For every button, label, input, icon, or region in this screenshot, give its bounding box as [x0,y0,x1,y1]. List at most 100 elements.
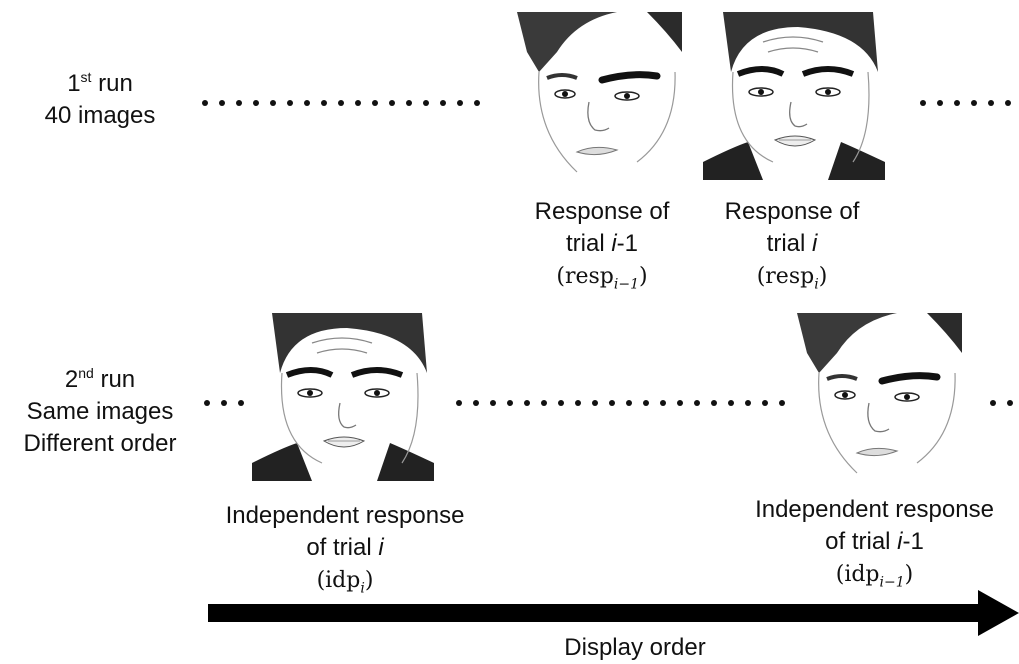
caption-line2-i: i [812,230,818,257]
ellipsis-dot [694,400,700,406]
ellipsis-dot [236,100,242,106]
run1-caption-cur: Response of trial i (respi) [702,196,882,293]
caption-math-post: ) [904,562,914,587]
caption-math-sub: i−1 [613,276,640,293]
ellipsis-dot [270,100,276,106]
run2-face-frown [252,313,434,481]
run1-label: 1st run 40 images [20,68,180,132]
ellipsis-dot [507,400,513,406]
caption-math-pre: (resp [556,264,614,289]
ellipsis-dot [971,100,977,106]
caption-line2-pre: trial [766,230,812,257]
ellipsis-dot [204,400,210,406]
ellipsis-dot [626,400,632,406]
frowning-face-icon [703,12,885,180]
run2-caption-prev: Independent response of trial i-1 (idpi−… [730,494,1019,591]
caption-line1: Response of [724,198,860,225]
ellipsis-dot [575,400,581,406]
run2-label-number: 2 [64,366,79,393]
run1-face-neutral [517,12,682,180]
run2-caption-cur: Independent response of trial i (idpi) [200,500,490,597]
run1-label-run: run [91,70,133,97]
ellipsis-dot [762,400,768,406]
caption-line2-pre: trial [565,230,612,257]
caption-math-post: ) [364,568,374,593]
ellipsis-dot [321,100,327,106]
ellipsis-dot [558,400,564,406]
caption-line2-pre: of trial [306,534,379,561]
caption-line1: Response of [534,198,670,225]
run2-label-ordinal: nd [78,365,94,381]
display-order-label: Display order [564,634,706,661]
run2-dots-left [204,400,255,406]
ellipsis-dot [221,400,227,406]
caption-math-post: ) [818,264,828,289]
neutral-face-icon [517,12,682,180]
ellipsis-dot [990,400,996,406]
ellipsis-dot [609,400,615,406]
caption-line2-i: i [897,528,903,555]
ellipsis-dot [423,100,429,106]
ellipsis-dot [677,400,683,406]
caption-line2-i: i [378,534,384,561]
ellipsis-dot [524,400,530,406]
run1-label-count: 40 images [44,102,156,129]
ellipsis-dot [592,400,598,406]
ellipsis-dot [1005,100,1011,106]
ellipsis-dot [219,100,225,106]
ellipsis-dot [711,400,717,406]
caption-line1: Independent response [755,496,994,523]
caption-math-sub: i−1 [879,574,905,591]
caption-math-post: ) [639,264,648,289]
ellipsis-dot [456,400,462,406]
ellipsis-dot [954,100,960,106]
run2-dots-middle [456,400,796,406]
ellipsis-dot [238,400,244,406]
run1-dots-left [202,100,491,106]
run1-caption-prev: Response of trial i-1 (respi−1) [512,196,692,293]
ellipsis-dot [473,400,479,406]
display-order-arrow [208,590,1019,636]
caption-math-pre: (resp [756,264,815,289]
run2-dots-right [990,400,1019,406]
ellipsis-dot [779,400,785,406]
caption-line2-pre: of trial [825,528,898,555]
ellipsis-dot [745,400,751,406]
ellipsis-dot [372,100,378,106]
ellipsis-dot [728,400,734,406]
ellipsis-dot [338,100,344,106]
run2-label-line3: Different order [23,430,177,457]
frowning-face-icon [252,313,434,481]
ellipsis-dot [490,400,496,406]
ellipsis-dot [1007,400,1013,406]
ellipsis-dot [988,100,994,106]
ellipsis-dot [253,100,259,106]
caption-math-sub: i [360,580,365,597]
run1-face-frown [703,12,885,180]
ellipsis-dot [643,400,649,406]
ellipsis-dot [660,400,666,406]
run2-label-line2: Same images [26,398,174,425]
caption-line2-post: -1 [616,230,639,257]
ellipsis-dot [541,400,547,406]
ellipsis-dot [937,100,943,106]
caption-line2-post: -1 [902,528,924,555]
ellipsis-dot [920,100,926,106]
run1-label-ordinal: st [80,69,92,85]
run2-label-run: run [93,366,136,393]
ellipsis-dot [287,100,293,106]
ellipsis-dot [202,100,208,106]
ellipsis-dot [474,100,480,106]
caption-line1: Independent response [225,502,465,529]
caption-math-pre: (idp [316,568,361,593]
ellipsis-dot [304,100,310,106]
run2-face-neutral [797,313,962,481]
run2-label: 2nd run Same images Different order [0,364,200,460]
caption-math-sub: i [814,276,819,293]
run1-label-number: 1 [67,70,81,97]
caption-line2-i: i [611,230,617,257]
run1-dots-right [920,100,1019,106]
ellipsis-dot [406,100,412,106]
neutral-face-icon [797,313,962,481]
ellipsis-dot [457,100,463,106]
